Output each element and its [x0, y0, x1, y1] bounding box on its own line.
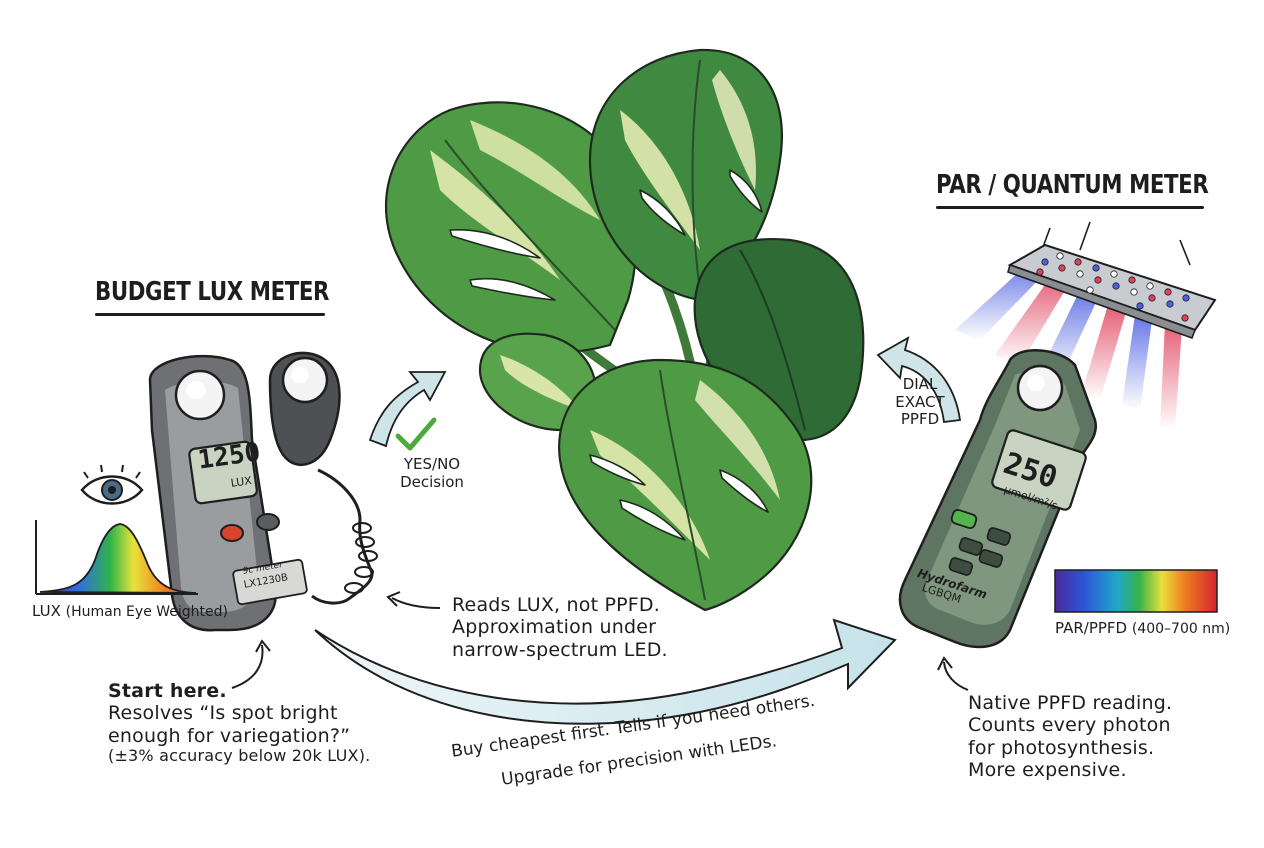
reads-lux-line: Approximation under — [452, 616, 657, 639]
native-ppfd-line: More expensive. — [968, 759, 1127, 782]
native-ppfd-line: Native PPFD reading. — [968, 692, 1173, 714]
yes-no-decision-label: YES/NO Decision — [392, 455, 472, 491]
native-ppfd-note: Native PPFD reading. Counts every photon… — [968, 692, 1248, 782]
reads-lux-line: narrow-spectrum LED. — [452, 638, 668, 661]
led-grow-light — [955, 221, 1217, 430]
monstera-plant-illustration — [385, 48, 865, 612]
par-caption-sub: (400–700 nm) — [1131, 621, 1231, 637]
note-to-lux-arrow — [231, 644, 264, 689]
lux-meter-title: BUDGET LUX METER — [95, 277, 330, 307]
par-title-underline — [936, 206, 1204, 209]
par-spectrum-bar — [1054, 569, 1218, 613]
par-lcd-screen — [991, 429, 1087, 511]
start-here-line: (±3% accuracy below 20k LUX). — [108, 746, 371, 766]
par-spectrum-caption: PAR/PPFD (400–700 nm) — [1055, 619, 1231, 638]
checkmark-icon — [395, 417, 437, 451]
start-here-line: Resolves “Is spot bright — [108, 702, 338, 725]
dial-line: DIAL — [902, 375, 938, 393]
par-button-2 — [986, 527, 1012, 546]
dial-line: EXACT — [895, 392, 945, 411]
lux-red-button — [220, 524, 244, 542]
yes-no-arrow — [368, 371, 447, 448]
decision-line: Decision — [400, 472, 464, 491]
lux-grey-button — [256, 513, 280, 531]
par-green-button — [950, 509, 978, 529]
par-button-5 — [978, 549, 1004, 568]
par-meter-device — [898, 349, 1098, 649]
lux-spectrum-curve — [35, 520, 198, 595]
reads-lux-line: Reads LUX, not PPFD. — [452, 594, 660, 616]
lux-title-underline — [95, 313, 325, 316]
lux-note-arrow — [391, 597, 441, 609]
decision-line: YES/NO — [403, 455, 461, 473]
note-to-par-arrow — [943, 661, 969, 691]
start-here-note: Start here. Resolves “Is spot bright eno… — [108, 680, 438, 766]
native-ppfd-line: for photosynthesis. — [968, 736, 1155, 759]
par-meter-title: PAR / QUANTUM METER — [936, 170, 1209, 200]
lux-label-plate — [232, 558, 308, 606]
reads-lux-note: Reads LUX, not PPFD. Approximation under… — [452, 594, 712, 661]
eye-icon — [80, 464, 144, 505]
lux-spectrum-caption: LUX (Human Eye Weighted) — [32, 602, 228, 621]
lux-caption-main: LUX — [32, 602, 61, 620]
par-caption-main: PAR/PPFD — [1055, 619, 1128, 637]
start-here-title: Start here. — [108, 680, 227, 702]
native-ppfd-line: Counts every photon — [968, 714, 1171, 737]
dial-ppfd-arrow — [876, 336, 962, 424]
upgrade-path-arrow — [314, 618, 897, 725]
lux-lcd-screen — [188, 440, 258, 505]
lux-caption-sub: (Human Eye Weighted) — [65, 604, 228, 620]
dial-exact-ppfd-label: DIAL EXACT PPFD — [890, 375, 950, 429]
leaf-bottom — [558, 358, 813, 612]
par-button-4 — [948, 557, 974, 576]
par-button-3 — [958, 537, 984, 556]
lux-meter-device — [148, 351, 378, 632]
dial-line: PPFD — [900, 410, 940, 429]
start-here-line: enough for variegation?” — [108, 724, 351, 747]
